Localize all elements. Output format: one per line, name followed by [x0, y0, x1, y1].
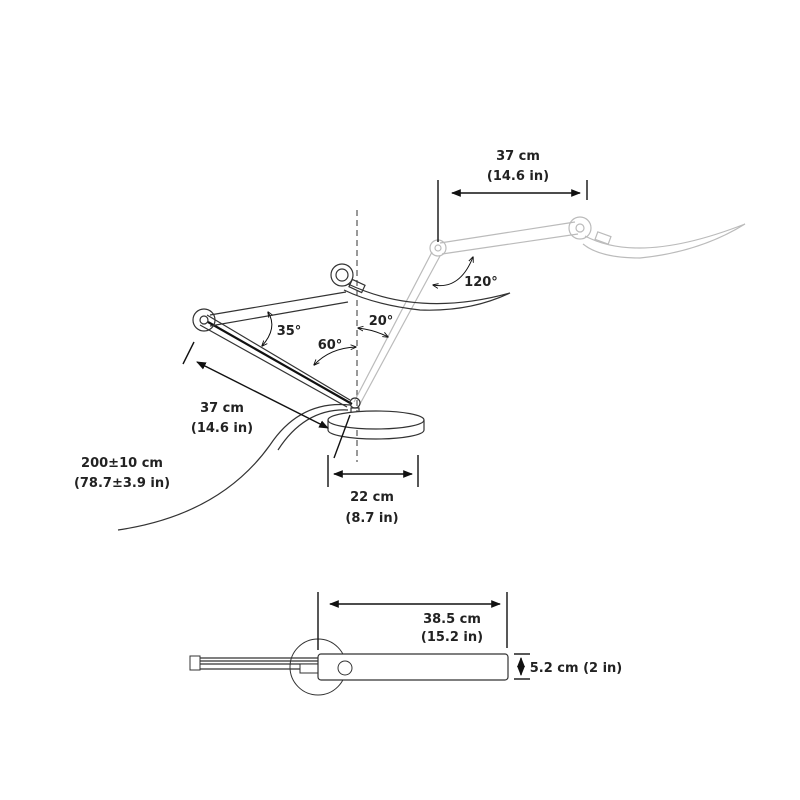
lamp-base [327, 410, 425, 440]
angle-label-20: 20° [369, 314, 394, 329]
base-diameter-in: (8.7 in) [345, 511, 398, 526]
head-width: 5.2 cm (2 in) [530, 661, 623, 676]
angle-arc-35 [262, 312, 272, 346]
lower-arm-dimension-arrow [196, 361, 329, 429]
base-diameter-cm: 22 cm [350, 490, 394, 505]
upper-arm-length-cm: 37 cm [496, 149, 540, 164]
cord-leader-line [333, 414, 351, 459]
angle-arc-120 [433, 257, 473, 286]
upper-arm-length-in: (14.6 in) [487, 169, 549, 184]
head-length-in: (15.2 in) [421, 630, 483, 645]
cord-length-cm: 200±10 cm [81, 456, 163, 471]
angle-label-35: 35° [277, 324, 302, 339]
lamp-current-position [192, 263, 511, 419]
angle-label-120: 120° [464, 275, 498, 290]
lower-arm-length-cm: 37 cm [200, 401, 244, 416]
angle-label-60: 60° [318, 338, 343, 353]
lamp-top-view [189, 638, 509, 696]
lower-arm-length-in: (14.6 in) [191, 421, 253, 436]
lamp-extended-position [353, 216, 746, 405]
cord-length-in: (78.7±3.9 in) [74, 476, 170, 491]
head-length-cm: 38.5 cm [423, 612, 481, 627]
angle-arc-20 [358, 328, 388, 337]
